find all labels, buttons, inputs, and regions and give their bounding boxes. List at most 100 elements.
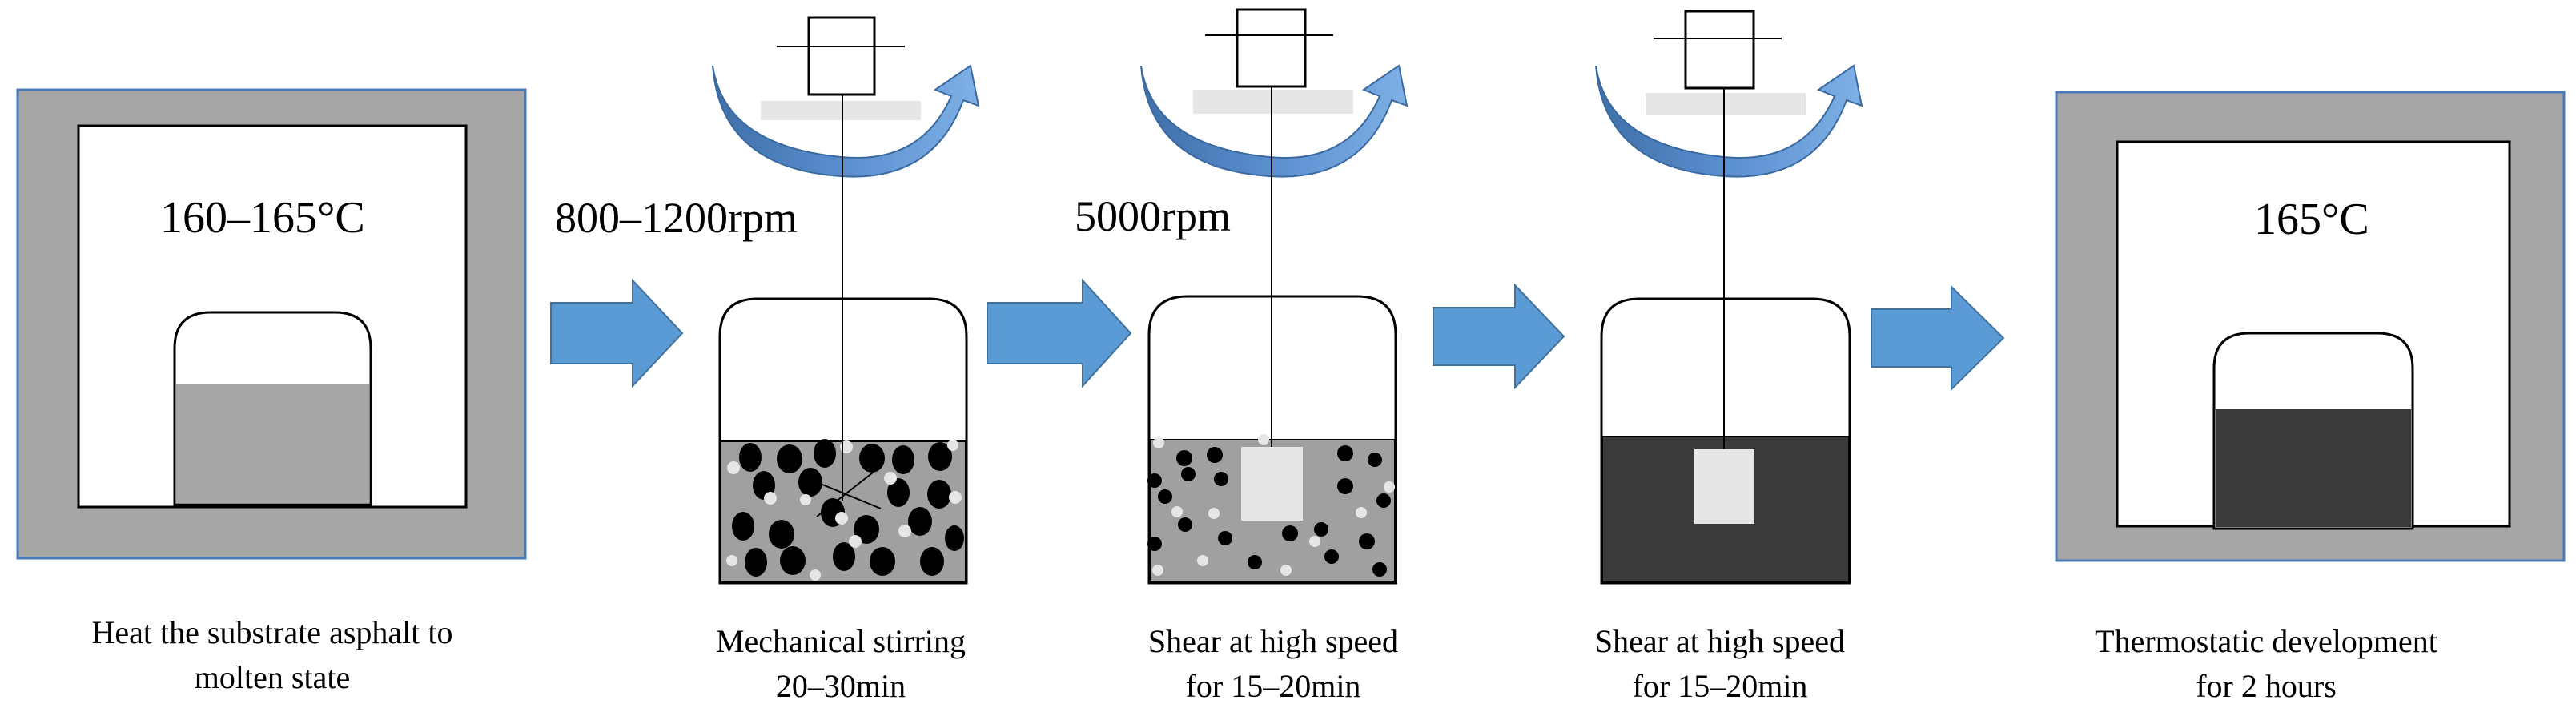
speed-label: 5000rpm: [1075, 192, 1231, 240]
shear-head-icon: [1193, 90, 1353, 114]
white-particle: [1258, 434, 1269, 445]
black-particle: [1158, 489, 1172, 504]
black-particle: [1282, 525, 1298, 541]
black-particle: [892, 445, 914, 474]
caption-line: 20–30min: [775, 668, 906, 704]
black-particle: [1314, 522, 1328, 537]
black-particle: [1207, 447, 1223, 463]
molten-asphalt: [176, 384, 369, 503]
black-particle: [745, 548, 767, 577]
stirring-station: [712, 16, 980, 585]
white-particle: [884, 472, 897, 485]
black-particle: [732, 512, 754, 541]
black-particle: [908, 507, 932, 536]
caption-line: for 2 hours: [2196, 668, 2337, 704]
shear-station-particles: [1140, 8, 1409, 585]
white-particle: [835, 512, 848, 525]
black-particle: [887, 478, 910, 507]
motor-icon: [1236, 8, 1307, 88]
temperature-label: 165°C: [2254, 195, 2369, 244]
black-particle: [1337, 445, 1353, 461]
white-particle: [726, 555, 737, 566]
black-particle: [1368, 453, 1382, 467]
flow-arrow-icon: [1433, 283, 1565, 390]
caption-line: Heat the substrate asphalt to: [91, 614, 453, 650]
stirring-blade: [816, 472, 874, 517]
black-particle: [1218, 531, 1232, 545]
caption-line: for 15–20min: [1632, 668, 1808, 704]
white-particle: [1356, 507, 1367, 518]
motor-icon: [1684, 10, 1755, 90]
rotation-arrow-icon: [1140, 64, 1409, 178]
caption-line: Thermostatic development: [2095, 623, 2437, 659]
motor-icon: [807, 16, 876, 96]
step-caption: Thermostatic development for 2 hours: [2026, 619, 2506, 709]
black-particle: [739, 443, 762, 472]
step-caption: Shear at high speed for 15–20min: [1033, 619, 1513, 709]
shear-head-icon: [1694, 449, 1754, 524]
white-particle: [1309, 536, 1320, 547]
white-particle: [1153, 437, 1164, 448]
white-particle: [1171, 506, 1183, 517]
black-particle: [928, 442, 952, 471]
caption-line: Shear at high speed: [1147, 623, 1399, 659]
flow-arrow-icon: [550, 278, 684, 388]
white-particle: [764, 492, 777, 505]
shear-head-icon: [1646, 93, 1806, 115]
oven-development: [2055, 91, 2566, 562]
white-particle: [727, 461, 740, 474]
black-particle: [780, 546, 806, 575]
black-particle: [870, 547, 895, 576]
flow-arrow-icon: [987, 278, 1132, 388]
black-particle: [798, 468, 822, 497]
black-particle: [1181, 467, 1196, 481]
black-particle: [927, 480, 951, 509]
black-particle: [1359, 533, 1375, 549]
flow-arrow-icon: [1871, 284, 2005, 392]
caption-line: molten state: [194, 659, 351, 695]
black-particle: [769, 520, 794, 549]
black-particle: [814, 439, 836, 468]
white-particle: [1384, 481, 1395, 493]
white-particle: [810, 569, 821, 581]
white-particle: [1208, 508, 1220, 519]
temperature-label: 160–165°C: [160, 193, 365, 243]
shear-head-icon: [761, 101, 921, 120]
black-particle: [859, 444, 885, 473]
white-particle: [1280, 565, 1292, 576]
caption-line: Shear at high speed: [1594, 623, 1846, 659]
white-particle: [947, 440, 958, 451]
black-particle: [854, 515, 879, 544]
black-particle: [1324, 549, 1339, 564]
white-particle: [849, 535, 862, 548]
modified-asphalt: [2216, 409, 2411, 527]
shear-head-icon: [1241, 447, 1303, 521]
black-particle: [945, 525, 964, 551]
oven-heating: [16, 88, 527, 560]
black-particle: [833, 542, 855, 571]
white-particle: [898, 525, 911, 537]
white-particle: [949, 491, 962, 504]
step-caption: Shear at high speed for 15–20min: [1480, 619, 1960, 709]
black-particle: [1147, 473, 1162, 488]
flow-arrows: [550, 278, 2005, 392]
white-particle: [800, 494, 811, 505]
white-particle: [1197, 555, 1208, 566]
caption-line: Mechanical stirring: [715, 623, 967, 659]
black-particle: [1147, 537, 1162, 551]
white-particle: [1152, 565, 1163, 576]
caption-line: for 15–20min: [1185, 668, 1361, 704]
rotation-arrow-icon: [712, 64, 980, 178]
black-particle: [777, 444, 802, 473]
speed-label: 800–1200rpm: [555, 194, 798, 242]
black-particle: [1214, 472, 1228, 486]
black-particle: [920, 547, 944, 576]
step-caption: Mechanical stirring 20–30min: [601, 619, 1081, 709]
black-particle: [1376, 493, 1391, 508]
shear-station-homogenized: [1595, 10, 1863, 585]
particle-cluster: [726, 439, 964, 581]
rotation-arrow-icon: [1595, 64, 1863, 178]
particle-cluster: [1147, 434, 1395, 577]
step-caption: Heat the substrate asphalt to molten sta…: [8, 610, 536, 700]
